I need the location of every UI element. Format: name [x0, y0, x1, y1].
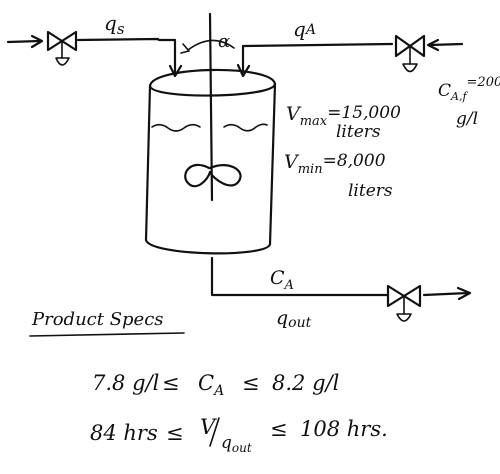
- svg-text:qout: qout: [221, 433, 252, 455]
- svg-text:8.2 g/l: 8.2 g/l: [272, 371, 339, 395]
- spec-residence-time: 84 hrs ≤ V qout ≤ 108 hrs.: [90, 415, 388, 455]
- svg-text:CA: CA: [198, 371, 224, 399]
- vmax-label: Vmax=15,000: [286, 103, 401, 129]
- svg-text:7.8 g/l: 7.8 g/l: [92, 371, 159, 395]
- inlet-s-valve-icon: [46, 30, 78, 66]
- inlet-s-label: qs: [104, 11, 125, 38]
- inlet-a-label: qA: [293, 17, 316, 41]
- vmax-unit: liters: [336, 122, 381, 142]
- inlet-a-valve-icon: [394, 34, 426, 73]
- specs-title-underline: [29, 332, 185, 337]
- inlet-s-stream: [6, 34, 183, 78]
- outlet-conc-label: CA: [270, 267, 294, 293]
- feed-concentration-label: CA,f=200: [438, 75, 500, 103]
- outlet-flow-label: qout: [276, 307, 312, 331]
- agitator: [180, 12, 242, 202]
- spec-concentration: 7.8 g/l ≤ CA ≤ 8.2 g/l: [92, 371, 339, 399]
- vmin-unit: liters: [348, 181, 393, 201]
- svg-text:108 hrs.: 108 hrs.: [300, 417, 388, 441]
- specs-title: Product Specs: [31, 309, 164, 330]
- inlet-a-stream: [236, 38, 464, 78]
- svg-text:≤: ≤: [242, 371, 260, 395]
- svg-text:84 hrs: 84 hrs: [90, 421, 158, 445]
- outlet-valve-icon: [386, 284, 422, 322]
- feed-concentration-unit: g/l: [456, 109, 478, 129]
- svg-text:V: V: [200, 415, 217, 439]
- vmin-label: Vmin=8,000: [284, 151, 386, 177]
- svg-text:≤: ≤: [270, 417, 288, 441]
- tank: [144, 68, 277, 255]
- svg-text:≤: ≤: [166, 421, 184, 445]
- svg-text:≤: ≤: [162, 371, 180, 395]
- outlet-stream: [210, 256, 472, 301]
- agitator-label: α: [218, 31, 230, 52]
